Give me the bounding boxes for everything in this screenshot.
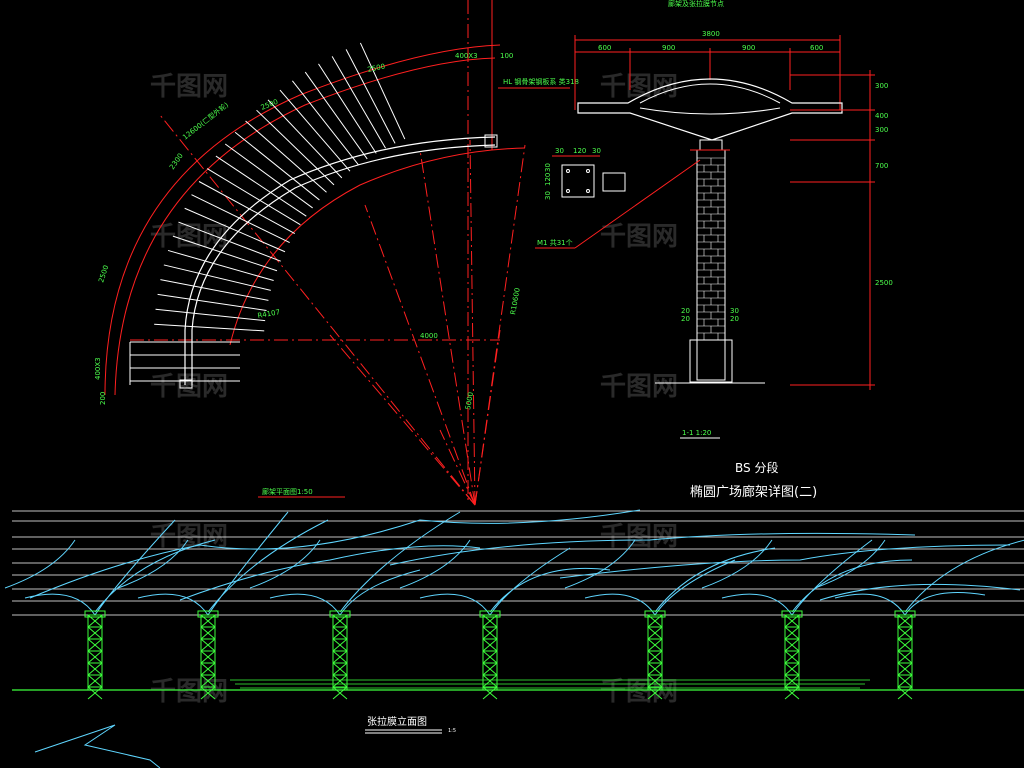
dim-label: 120 xyxy=(573,147,586,155)
dim-label: 12600(ㄈ型外轮) xyxy=(181,100,231,142)
truss-column-cap xyxy=(329,610,351,618)
dim-label: 20 xyxy=(730,315,739,323)
rafter xyxy=(191,194,290,243)
dim-label: 300 xyxy=(875,126,888,134)
dim-label: 20 xyxy=(681,315,690,323)
membrane-canopy xyxy=(814,539,1024,616)
dim-label: 200 xyxy=(99,392,107,405)
note-label: M1 共31个 xyxy=(537,238,573,247)
watermark: 千图网 xyxy=(600,372,678,402)
plan-title: 廊架平面图1:50 xyxy=(262,487,313,496)
rafter xyxy=(198,181,296,234)
watermark: 千图网 xyxy=(150,222,228,252)
rafter xyxy=(206,168,301,226)
dim-label: 4000 xyxy=(420,332,438,340)
watermark: 千图网 xyxy=(150,677,228,707)
dim-label: 2500 xyxy=(97,264,110,283)
rafter xyxy=(155,308,266,322)
membrane-canopy xyxy=(249,511,461,616)
dim-label: 30 xyxy=(730,307,739,315)
truss-column-cap xyxy=(197,610,219,618)
rafter xyxy=(359,42,406,140)
dim-label: 2500 xyxy=(875,279,893,287)
dim-label: 600 xyxy=(598,44,611,52)
membrane-edge xyxy=(559,544,1011,579)
dim-label: 700 xyxy=(875,162,888,170)
watermark: 千图网 xyxy=(600,677,678,707)
rafter xyxy=(234,131,320,201)
truss-column-cap xyxy=(781,610,803,618)
section-top-note: 廊架及张拉膜节点 xyxy=(668,0,724,8)
dim-label: 400 xyxy=(875,112,888,120)
rafter xyxy=(318,63,377,154)
dim-label: 30 xyxy=(592,147,601,155)
elevation-scale: 1:5 xyxy=(448,728,456,734)
dim-label: 600 xyxy=(810,44,823,52)
dim-label: 2500 xyxy=(367,62,386,74)
rafter xyxy=(160,279,269,301)
rafter xyxy=(154,323,265,332)
watermark-layer: 千图网 千图网 千图网 千图网 千图网 千图网 千图网 千图网 千图网 千图网 xyxy=(150,72,678,707)
membrane-canopy xyxy=(399,539,611,616)
rafter xyxy=(163,264,271,291)
membrane-edge xyxy=(819,583,1021,601)
dim-label: 30 xyxy=(544,191,552,200)
corridor-plan-view: 2500 2500 12600(ㄈ型外轮) 2500 2300 400X3 10… xyxy=(94,0,579,506)
section-title: 1-1 1:20 xyxy=(682,429,711,437)
dim-label: 100 xyxy=(500,52,513,60)
dim-label: 30 xyxy=(544,163,552,172)
rafter xyxy=(167,249,274,282)
dim-label: 3800 xyxy=(702,30,720,38)
rafter xyxy=(157,293,267,311)
rafter xyxy=(215,155,307,217)
dim-label: 5000 xyxy=(464,391,475,410)
rafter xyxy=(184,207,286,253)
dim-label: 20 xyxy=(681,307,690,315)
dim-label: 900 xyxy=(662,44,675,52)
rafter xyxy=(256,109,335,186)
watermark: 千图网 xyxy=(150,372,228,402)
membrane-canopy xyxy=(701,539,913,616)
dim-label: 120 xyxy=(544,173,552,186)
dim-label: 30 xyxy=(555,147,564,155)
dim-label: 2300 xyxy=(168,152,185,171)
membrane-edge xyxy=(29,509,641,599)
rafter xyxy=(224,143,313,209)
rafter xyxy=(291,80,359,166)
sheet-title: 椭圆广场廊架详图(二) xyxy=(690,484,817,500)
sheet-title-block: BS 分段 椭圆广场廊架详图(二) xyxy=(690,460,817,500)
truss-column-cap xyxy=(84,610,106,618)
sheet-subtitle: BS 分段 xyxy=(735,460,778,475)
rafter xyxy=(331,56,386,149)
dim-label: 400X3 xyxy=(94,357,102,380)
dim-label: 400X3 xyxy=(455,52,478,60)
watermark: 千图网 xyxy=(600,222,678,252)
truss-column-cap xyxy=(894,610,916,618)
rafter xyxy=(304,71,368,160)
radius-label: R10600 xyxy=(509,287,522,315)
watermark: 千图网 xyxy=(150,72,228,102)
dim-label: 900 xyxy=(742,44,755,52)
truss-column-cap xyxy=(644,610,666,618)
radius-label: R4107 xyxy=(257,308,281,320)
rafter xyxy=(172,235,278,272)
elevation-title: 张拉膜立面图 xyxy=(367,715,427,728)
radial-red-lines xyxy=(159,114,526,506)
membrane-elevation: 张拉膜立面图 1:5 xyxy=(4,509,1024,768)
dim-label: 300 xyxy=(875,82,888,90)
rafter xyxy=(245,120,327,193)
note-label: HL 钢骨架钢板系 类318 xyxy=(503,77,579,86)
truss-column-cap xyxy=(479,610,501,618)
membrane-edge xyxy=(179,545,481,601)
rafter xyxy=(279,89,351,172)
rafter xyxy=(267,99,343,179)
section-view: 廊架及张拉膜节点 3800 600 900 900 600 xyxy=(535,0,893,439)
base-plate-detail xyxy=(561,164,595,198)
membrane-edge xyxy=(389,532,916,566)
rafter xyxy=(345,49,396,144)
